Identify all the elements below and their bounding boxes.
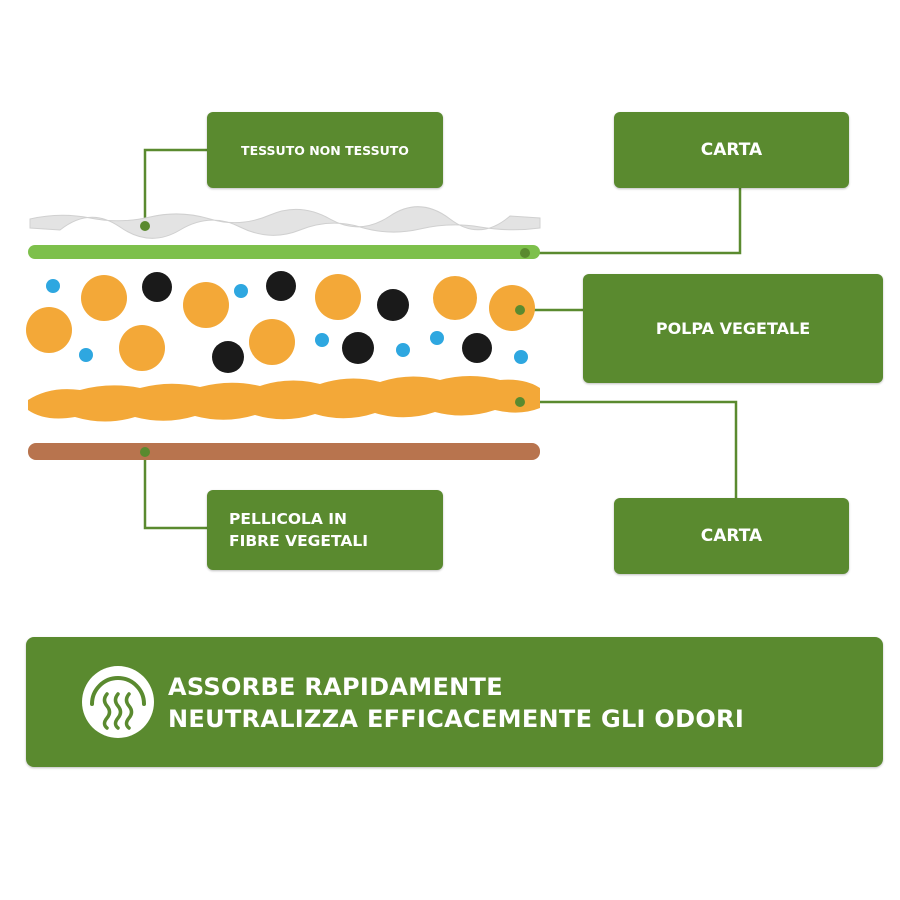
black-particle (266, 271, 296, 301)
label-tessuto-non-tessuto: TESSUTO NON TESSUTO (207, 112, 443, 188)
connector-dot-polpa (515, 305, 525, 315)
black-particle (212, 341, 244, 373)
connector-dot-tessuto (140, 221, 150, 231)
blue-particle (234, 284, 248, 298)
label-pellicola: PELLICOLA IN FIBRE VEGETALI (207, 490, 443, 570)
film-layer (28, 443, 540, 460)
connector-pellicola (143, 452, 207, 530)
black-particle (377, 289, 409, 321)
orange-particle (119, 325, 165, 371)
connector-dot-pellicola (140, 447, 150, 457)
odor-waves-icon (82, 666, 154, 738)
connector-tessuto (143, 148, 207, 226)
connector-carta-top (525, 188, 742, 255)
nonwoven-layer (29, 206, 541, 239)
banner-text: ASSORBE RAPIDAMENTE NEUTRALIZZA EFFICACE… (168, 671, 744, 735)
connector-dot-carta-bottom (515, 397, 525, 407)
blue-particle (514, 350, 528, 364)
label-text: CARTA (700, 140, 763, 160)
label-carta-bottom: CARTA (614, 498, 849, 574)
blue-particle (79, 348, 93, 362)
orange-particle (249, 319, 295, 365)
banner-line-2: NEUTRALIZZA EFFICACEMENTE GLI ODORI (168, 705, 745, 733)
black-particle (142, 272, 172, 302)
orange-particle (183, 282, 229, 328)
label-text-line2: FIBRE VEGETALI (229, 532, 368, 550)
label-text-line1: PELLICOLA IN (229, 510, 348, 528)
black-particle (462, 333, 492, 363)
blue-particle (46, 279, 60, 293)
connector-lines (143, 148, 742, 530)
black-particle (342, 332, 374, 364)
label-polpa-vegetale: POLPA VEGETALE (583, 274, 883, 383)
orange-particle (26, 307, 72, 353)
blue-particle (430, 331, 444, 345)
label-carta-top: CARTA (614, 112, 849, 188)
paper-layer-bottom (28, 376, 540, 422)
paper-layer-top (28, 245, 540, 259)
blue-particle (315, 333, 329, 347)
orange-particle (81, 275, 127, 321)
orange-particle (489, 285, 535, 331)
benefits-banner: ASSORBE RAPIDAMENTE NEUTRALIZZA EFFICACE… (26, 637, 883, 767)
orange-particle (433, 276, 477, 320)
banner-line-1: ASSORBE RAPIDAMENTE (168, 673, 503, 701)
connector-dot-carta-top (520, 248, 530, 258)
label-text: TESSUTO NON TESSUTO (241, 142, 409, 158)
label-text: CARTA (700, 526, 763, 546)
blue-particle (396, 343, 410, 357)
pulp-particles (26, 271, 535, 373)
label-text: POLPA VEGETALE (655, 319, 811, 338)
orange-particle (315, 274, 361, 320)
connector-carta-bottom (520, 400, 738, 498)
